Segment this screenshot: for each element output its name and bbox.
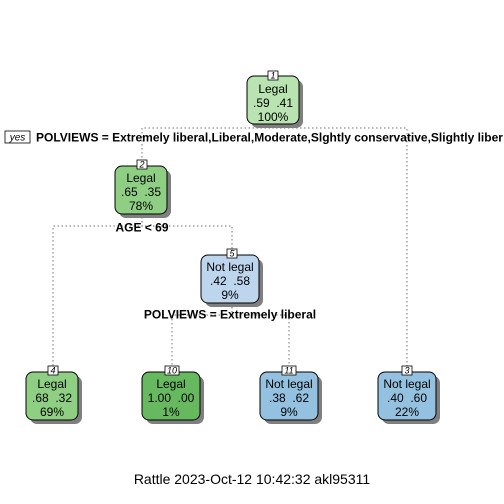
yes-label-box [4,130,31,144]
node-3-id: 3 [404,366,409,376]
node-10-id: 10 [167,366,177,376]
edge-2-4 [52,213,143,367]
node-10-pct: 1% [162,405,180,419]
node-2-probs: .65 .35 [121,185,161,199]
tree-node-2: 2 Legal .65 .35 78% [114,160,171,218]
node-4-id: 4 [50,366,55,376]
node-5-id: 5 [229,249,235,259]
split-label-5: POLVIEWS = Extremely liberal [144,308,316,322]
node-10-probs: 1.00 .00 [148,391,195,405]
edge-5-11 [231,303,290,367]
tree-node-10: 10 Legal 1.00 .00 1% [141,366,204,424]
node-1-class: Legal [258,82,287,96]
node-2-class: Legal [126,171,155,185]
node-4-class: Legal [37,377,66,391]
node-2-id: 2 [138,160,144,170]
node-5-pct: 9% [221,288,239,302]
split-label-2: AGE < 69 [115,221,168,235]
rattle-caption: Rattle 2023-Oct-12 10:42:32 akl95311 [134,471,371,487]
node-1-probs: .59 .41 [253,96,293,110]
edge-1-2 [141,123,274,160]
yes-label: yes [9,133,26,144]
tree-node-3: 3 Not legal .40 .60 22% [377,366,440,424]
node-1-pct: 100% [258,110,289,124]
node-11-class: Not legal [265,377,312,391]
node-3-pct: 22% [395,405,419,419]
split-label-1: POLVIEWS = Extremely liberal,Liberal,Mod… [36,131,503,145]
node-4-probs: .68 .32 [32,391,72,405]
node-10-class: Legal [156,377,185,391]
tree-node-4: 4 Legal .68 .32 69% [25,366,82,424]
node-1-id: 1 [270,71,275,81]
node-2-pct: 78% [129,199,153,213]
tree-node-5: 5 Not legal .42 .58 9% [200,249,263,307]
node-3-probs: .40 .60 [387,391,427,405]
node-5-probs: .42 .58 [210,274,250,288]
node-11-id: 11 [284,366,293,376]
tree-node-11: 11 Not legal .38 .62 9% [259,366,322,424]
node-11-pct: 9% [280,405,298,419]
node-5-class: Not legal [206,260,253,274]
node-11-probs: .38 .62 [269,391,309,405]
node-4-pct: 69% [40,405,64,419]
edge-1-3 [272,123,408,367]
node-3-class: Not legal [383,377,430,391]
tree-node-1: 1 Legal .59 .41 100% [246,71,303,128]
